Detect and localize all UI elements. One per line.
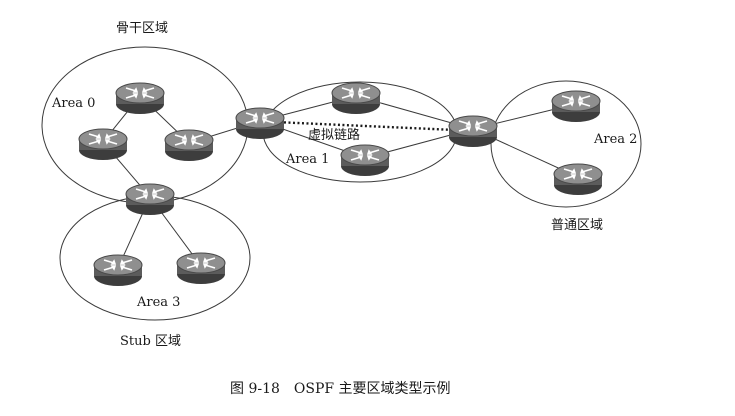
area2-boundary xyxy=(490,80,642,208)
router-icon xyxy=(78,128,128,161)
router-icon xyxy=(553,163,603,196)
stub-area-label: Stub 区域 xyxy=(120,334,181,349)
router-icon xyxy=(551,90,601,123)
router-icon xyxy=(176,252,226,285)
router-icon xyxy=(164,129,214,162)
router-icon xyxy=(93,254,143,287)
area3-label: Area 3 xyxy=(137,295,181,310)
area0-boundary xyxy=(41,46,249,204)
router-icon xyxy=(125,183,175,216)
backbone-area-label: 骨干区域 xyxy=(116,21,169,36)
figure-caption: 图 9-18 OSPF 主要区域类型示例 xyxy=(230,381,451,397)
area1-label: Area 1 xyxy=(286,152,330,167)
area0-label: Area 0 xyxy=(52,96,96,111)
virtual-link-label: 虚拟链路 xyxy=(308,128,361,143)
virtual-link-line xyxy=(274,120,456,132)
normal-area-label: 普通区域 xyxy=(551,218,604,233)
area2-label: Area 2 xyxy=(594,132,638,147)
router-icon xyxy=(448,115,498,148)
router-icon xyxy=(235,107,285,140)
router-icon xyxy=(331,82,381,115)
router-icon xyxy=(340,144,390,177)
router-icon xyxy=(115,82,165,115)
